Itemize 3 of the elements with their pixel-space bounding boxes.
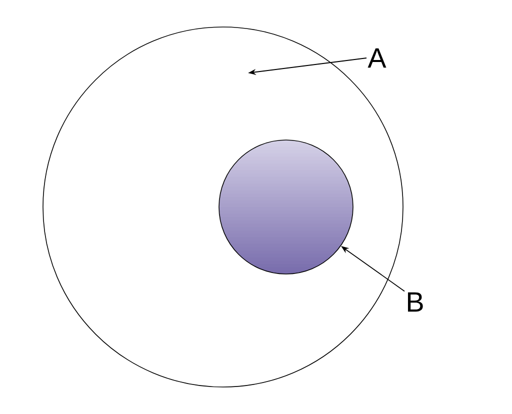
letter-label: A xyxy=(368,48,386,68)
letter-label: B xyxy=(408,292,423,312)
inner-circle xyxy=(218,140,354,274)
